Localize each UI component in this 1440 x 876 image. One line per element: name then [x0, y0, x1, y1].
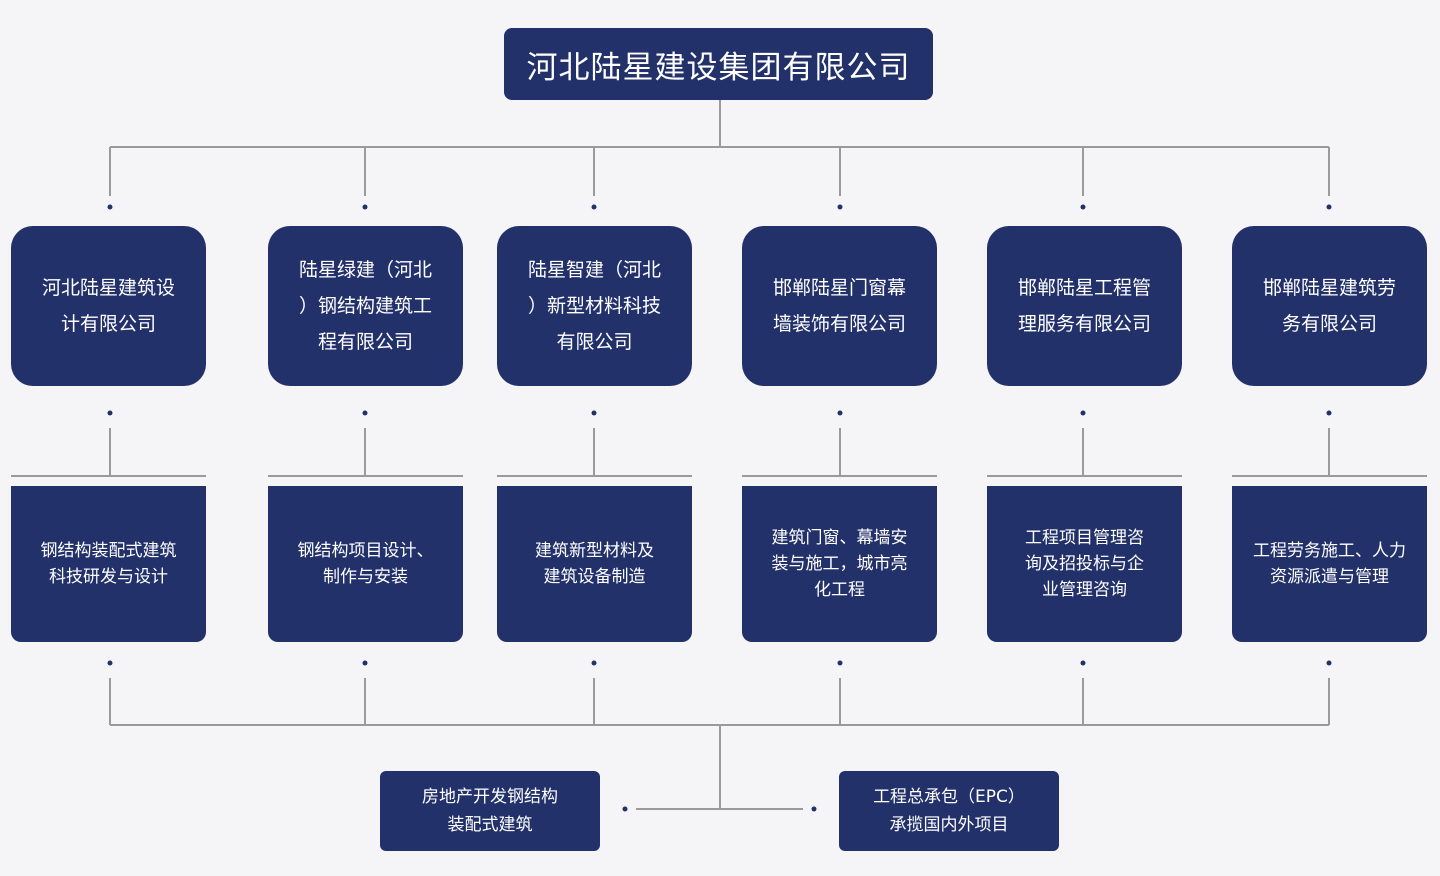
company-label: 邯郸陆星建筑劳 务有限公司: [1262, 277, 1396, 335]
connector-dot: [1326, 660, 1332, 666]
company-box: 陆星绿建（河北 ）钢结构建筑工 程有限公司: [268, 226, 463, 386]
connector-dot: [1080, 204, 1086, 210]
connector-dot: [811, 806, 817, 812]
connector-dot: [837, 660, 843, 666]
company-label: 河北陆星建筑设 计有限公司: [41, 277, 175, 335]
service-box: 工程项目管理咨 询及招投标与企 业管理咨询: [987, 486, 1182, 642]
service-label: 钢结构项目设计、 制作与安装: [297, 541, 434, 587]
service-label: 工程劳务施工、人力 资源派遣与管理: [1253, 541, 1406, 587]
service-box: 建筑门窗、幕墙安 装与施工，城市亮 化工程: [742, 486, 937, 642]
connector-dot: [837, 410, 843, 416]
company-box: 邯郸陆星建筑劳 务有限公司: [1232, 226, 1427, 386]
connector-dot: [591, 660, 597, 666]
connector-dot: [107, 204, 113, 210]
bottom-business-box: 工程总承包（EPC） 承揽国内外项目: [839, 771, 1059, 851]
service-label: 工程项目管理咨 询及招投标与企 业管理咨询: [1025, 528, 1144, 600]
connector-dot: [362, 204, 368, 210]
service-box: 钢结构项目设计、 制作与安装: [268, 486, 463, 642]
company-box: 邯郸陆星门窗幕 墙装饰有限公司: [742, 226, 937, 386]
connector-dot: [1080, 410, 1086, 416]
bottom-business-label: 工程总承包（EPC） 承揽国内外项目: [873, 787, 1025, 835]
service-box: 工程劳务施工、人力 资源派遣与管理: [1232, 486, 1427, 642]
bottom-business-box: 房地产开发钢结构 装配式建筑: [380, 771, 600, 851]
service-label: 建筑新型材料及 建筑设备制造: [535, 541, 654, 587]
connector-dot: [107, 410, 113, 416]
company-label: 邯郸陆星门窗幕 墙装饰有限公司: [772, 277, 906, 335]
root-company-label: 河北陆星建设集团有限公司: [526, 49, 911, 86]
company-label: 邯郸陆星工程管 理服务有限公司: [1017, 277, 1151, 335]
service-label: 建筑门窗、幕墙安 装与施工，城市亮 化工程: [771, 528, 908, 600]
company-box: 陆星智建（河北 ）新型材料科技 有限公司: [497, 226, 692, 386]
connector-dot: [591, 410, 597, 416]
root-company-box: 河北陆星建设集团有限公司: [504, 28, 933, 100]
connector-dot: [1326, 410, 1332, 416]
company-box: 河北陆星建筑设 计有限公司: [11, 226, 206, 386]
company-label: 陆星绿建（河北 ）钢结构建筑工 程有限公司: [298, 259, 432, 353]
connector-dot: [362, 410, 368, 416]
connector-dot: [1080, 660, 1086, 666]
service-box: 钢结构装配式建筑 科技研发与设计: [11, 486, 206, 642]
bottom-business-label: 房地产开发钢结构 装配式建筑: [422, 787, 558, 835]
connector-dot: [362, 660, 368, 666]
connector-dot: [107, 660, 113, 666]
service-box: 建筑新型材料及 建筑设备制造: [497, 486, 692, 642]
connector-dot: [622, 806, 628, 812]
service-label: 钢结构装配式建筑 科技研发与设计: [40, 541, 177, 587]
company-box: 邯郸陆星工程管 理服务有限公司: [987, 226, 1182, 386]
connector-dot: [837, 204, 843, 210]
company-label: 陆星智建（河北 ）新型材料科技 有限公司: [527, 259, 661, 353]
connector-dot: [1326, 204, 1332, 210]
connector-dot: [591, 204, 597, 210]
